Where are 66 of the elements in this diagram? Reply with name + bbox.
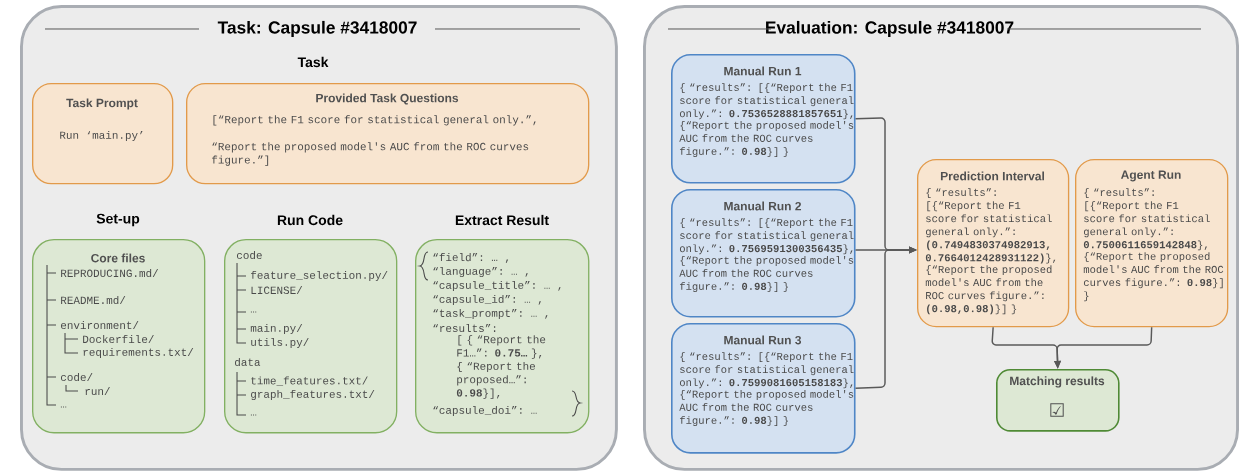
result-box bbox=[917, 159, 1070, 328]
code-text: “capsule_id”: … , bbox=[433, 294, 541, 306]
file-name: requirements.txt/ bbox=[83, 347, 194, 359]
run-box bbox=[671, 189, 856, 318]
box-heading: Agent Run bbox=[1120, 170, 1181, 182]
code-text: “field”: … , bbox=[433, 253, 509, 263]
file-name: … bbox=[60, 406, 67, 408]
panel-title: Task: Capsule #3418007 bbox=[217, 20, 417, 38]
code-text: {“Report the proposed model's AUC from the ROC curves figure.”: 0.98}] } bbox=[1083, 252, 1224, 302]
code-text: { “results”: [{“Report the F1 score for statistical general only.”: 0.7569591300356435}, bbox=[679, 218, 854, 255]
box-heading: Manual Run 3 bbox=[724, 335, 802, 345]
file-box bbox=[32, 239, 206, 434]
code-text: { “results”: [{“Report the F1 score for statistical general only.”: (0.7494830374982913, 0.7664012428931122)}, bbox=[925, 188, 1056, 264]
box-heading: Matching results bbox=[1010, 376, 1105, 388]
file-name: data bbox=[235, 357, 261, 367]
box-heading: Task Prompt bbox=[66, 98, 138, 110]
code-text: “results”: bbox=[433, 323, 496, 332]
code-text: [ { “Report the F1…”: 0.75… }, { “Report the proposed…”: 0.98}], bbox=[456, 335, 546, 399]
code-text: {“Report the proposed model's AUC from the ROC curves figure.”: 0.98}] } bbox=[679, 121, 854, 158]
prompt-box bbox=[186, 83, 590, 185]
section-heading: Extract Result bbox=[455, 214, 549, 226]
code-text: {“Report the proposed model's AUC from the ROC curves figure.”: 0.98}] } bbox=[679, 256, 854, 293]
box-heading: Provided Task Questions bbox=[316, 93, 459, 105]
result-box bbox=[996, 369, 1120, 432]
code-text: { “results”: [{“Report the F1 score for statistical general only.”: 0.7500611659142848}, bbox=[1083, 188, 1210, 251]
code-text: “capsule_title”: … , bbox=[433, 280, 561, 292]
section-heading: Run Code bbox=[277, 214, 343, 226]
file-name: feature_selection.py/ bbox=[251, 270, 388, 282]
code-text: [“Report the F1 score for statistical general only.”, bbox=[213, 115, 536, 126]
code-text: “capsule_doi”: … bbox=[433, 405, 537, 417]
section-heading: Set-up bbox=[96, 213, 140, 227]
file-name: main.py/ bbox=[250, 323, 303, 335]
code-text: “Report the proposed model's AUC from the ROC curves figure.”] bbox=[212, 142, 529, 166]
run-box bbox=[671, 323, 856, 454]
box-heading: Manual Run 2 bbox=[724, 201, 801, 211]
file-name: code/ bbox=[60, 372, 93, 382]
run-box bbox=[671, 54, 856, 184]
code-text: {“Report the proposed model's AUC from the ROC curves figure.”: 0.98}] } bbox=[679, 390, 854, 427]
file-name: time_features.txt/ bbox=[251, 376, 368, 386]
file-name: LICENSE/ bbox=[251, 285, 303, 294]
file-name: REPRODUCING.md/ bbox=[61, 268, 159, 278]
file-name: run/ bbox=[85, 386, 110, 395]
box-heading: Manual Run 1 bbox=[724, 66, 802, 76]
result-box bbox=[1075, 159, 1229, 328]
box-heading: Core files bbox=[91, 253, 145, 263]
code-text: { “results”: [{“Report the F1 score for statistical general only.”: 0.7599081605158183}, bbox=[679, 352, 854, 389]
file-box bbox=[224, 239, 398, 434]
json-box bbox=[415, 239, 590, 434]
file-name: … bbox=[250, 311, 257, 313]
section-heading: Task bbox=[297, 56, 329, 68]
file-name: graph_features.txt/ bbox=[251, 389, 375, 401]
code-text: “task_prompt”: … , bbox=[433, 308, 548, 320]
file-name: utils.py/ bbox=[251, 337, 309, 349]
prompt-box bbox=[32, 83, 174, 185]
file-name: environment/ bbox=[61, 320, 139, 329]
file-name: … bbox=[250, 414, 257, 416]
file-name: Dockerfile/ bbox=[83, 334, 154, 343]
panel-title: Evaluation: Capsule #3418007 bbox=[766, 20, 1014, 38]
code-text: Run ‘main.py’ bbox=[60, 130, 143, 142]
file-name: README.md/ bbox=[61, 295, 126, 305]
code-text: “language”: … , bbox=[433, 266, 528, 278]
code-text: {“Report the proposed model's AUC from the ROC curves figure.”: (0.98,0.98)}] } bbox=[925, 265, 1052, 315]
code-text: { “results”: [{“Report the F1 score for statistical general only.”: 0.7536528881857651}, bbox=[679, 83, 854, 120]
box-heading: Prediction Interval bbox=[940, 171, 1044, 181]
file-name: code bbox=[236, 250, 262, 260]
check-mark: ☑ bbox=[1050, 403, 1064, 417]
